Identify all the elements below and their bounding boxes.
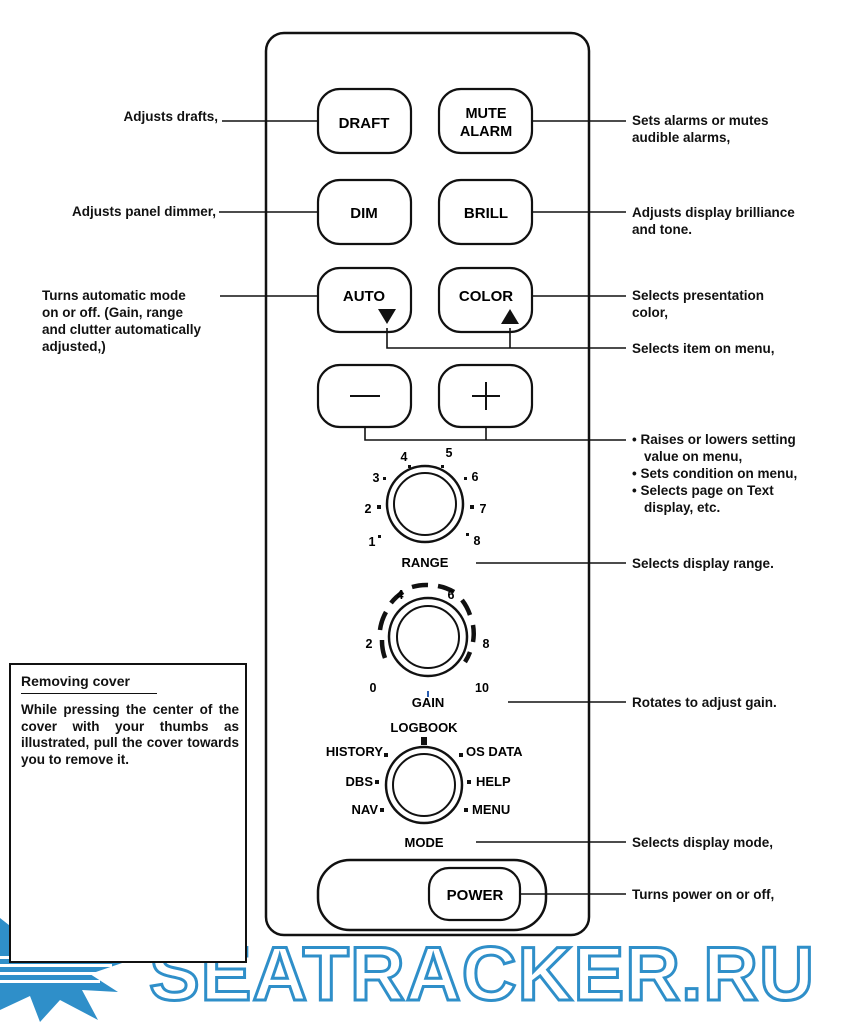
callout-pm-line-2: value on menu, — [644, 449, 743, 464]
callout-gain: Rotates to adjust gain. — [632, 695, 777, 710]
mode-option-logbook: LOGBOOK — [390, 720, 458, 735]
callout-mute-line-2: audible alarms, — [632, 130, 731, 145]
gain-dial-marks — [377, 582, 476, 664]
callout-dim: Adjusts panel dimmer, — [71, 204, 216, 219]
callout-plus-minus: • Raises or lowers setting value on menu… — [632, 431, 837, 516]
mute-alarm-label-top: MUTE — [465, 106, 506, 122]
callout-brill-line-2: and tone. — [632, 222, 692, 237]
callout-pm-line-1: • Raises or lowers setting — [632, 432, 796, 447]
callout-color-line-2: color, — [632, 305, 669, 320]
gain-label: GAIN — [412, 695, 445, 710]
range-tick-5: 5 — [446, 446, 453, 460]
callout-brill-line-1: Adjusts display brilliance — [632, 205, 795, 220]
callout-pm-line-4: • Selects page on Text — [632, 483, 774, 498]
gain-tick-4: 4 — [397, 588, 404, 602]
range-tick-8: 8 — [474, 534, 481, 548]
callout-auto-line-1: Turns automatic mode — [42, 288, 186, 303]
draft-button-label: DRAFT — [339, 115, 390, 132]
callout-pm-line-3: • Sets condition on menu, — [632, 466, 798, 481]
leader-lines — [219, 120, 626, 895]
cover-box-rule — [21, 693, 157, 694]
mode-option-help: HELP — [476, 774, 511, 789]
auto-button-label: AUTO — [343, 288, 386, 305]
minus-button[interactable] — [316, 363, 413, 429]
mute-alarm-label-bottom: ALARM — [460, 124, 512, 140]
range-tick-3: 3 — [373, 471, 380, 485]
callout-color-line-1: Selects presentation — [632, 288, 765, 303]
mode-option-nav: NAV — [352, 802, 379, 817]
up-arrow-icon — [501, 309, 519, 324]
dim-button-label: DIM — [350, 205, 378, 222]
gain-tick-6: 6 — [448, 588, 455, 602]
gain-tick-2: 2 — [366, 637, 373, 651]
callout-power: Turns power on or off, — [632, 887, 775, 902]
callout-pm-line-5: display, etc. — [644, 500, 721, 515]
callout-auto-line-4: adjusted,) — [42, 339, 106, 354]
mode-option-menu: MENU — [472, 802, 510, 817]
callout-mute-line-1: Sets alarms or mutes — [632, 113, 769, 128]
callout-color: Selects presentation color, — [632, 287, 832, 321]
callout-brill: Adjusts display brilliance and tone. — [632, 204, 837, 238]
callout-mode: Selects display mode, — [632, 835, 774, 850]
plus-button[interactable] — [437, 363, 534, 429]
removing-cover-box: Removing cover While pressing the center… — [9, 663, 247, 963]
cover-box-text: While pressing the center of the cover w… — [21, 702, 239, 767]
callout-menu-item: Selects item on menu, — [632, 341, 775, 356]
callout-range: Selects display range. — [632, 556, 774, 571]
mode-knob[interactable] — [384, 745, 464, 825]
mute-alarm-button[interactable]: MUTE ALARM — [437, 87, 534, 155]
gain-tick-10: 10 — [475, 681, 489, 695]
callout-auto-line-3: and clutter automatically — [42, 322, 202, 337]
mode-option-history: HISTORY — [326, 744, 383, 759]
cover-box-title: Removing cover — [21, 673, 130, 689]
range-tick-1: 1 — [369, 535, 376, 549]
brill-button-label: BRILL — [464, 205, 508, 222]
color-button[interactable]: COLOR — [437, 266, 534, 334]
range-knob[interactable] — [385, 464, 465, 544]
range-ticks: 1 2 3 4 5 6 7 8 — [365, 446, 487, 549]
mode-options: LOGBOOK HISTORY DBS NAV OS DATA HELP MEN… — [326, 720, 523, 817]
callout-auto: Turns automatic mode on or off. (Gain, r… — [42, 287, 222, 355]
callout-draft: Adjusts drafts, — [123, 109, 218, 124]
down-arrow-icon — [378, 309, 396, 324]
gain-tick-0: 0 — [370, 681, 377, 695]
auto-button[interactable]: AUTO — [316, 266, 413, 334]
range-tick-7: 7 — [480, 502, 487, 516]
gain-knob[interactable] — [387, 596, 469, 678]
range-tick-4: 4 — [401, 450, 408, 464]
mode-option-os-data: OS DATA — [466, 744, 523, 759]
power-button[interactable]: POWER — [427, 866, 522, 922]
gain-ticks: 0 2 4 6 8 10 — [366, 588, 490, 695]
callout-mute: Sets alarms or mutes audible alarms, — [632, 112, 832, 146]
power-button-label: POWER — [447, 887, 504, 904]
mode-label: MODE — [405, 835, 444, 850]
color-button-label: COLOR — [459, 288, 513, 305]
range-tick-6: 6 — [472, 470, 479, 484]
callout-auto-line-2: on or off. (Gain, range — [42, 305, 183, 320]
gain-tick-8: 8 — [483, 637, 490, 651]
mode-option-dbs: DBS — [346, 774, 374, 789]
range-label: RANGE — [402, 555, 449, 570]
brill-button[interactable]: BRILL — [437, 178, 534, 246]
range-tick-2: 2 — [365, 502, 372, 516]
draft-button[interactable]: DRAFT — [316, 87, 413, 155]
dim-button[interactable]: DIM — [316, 178, 413, 246]
watermark-text: SEATRACKER.RU — [149, 932, 815, 1017]
